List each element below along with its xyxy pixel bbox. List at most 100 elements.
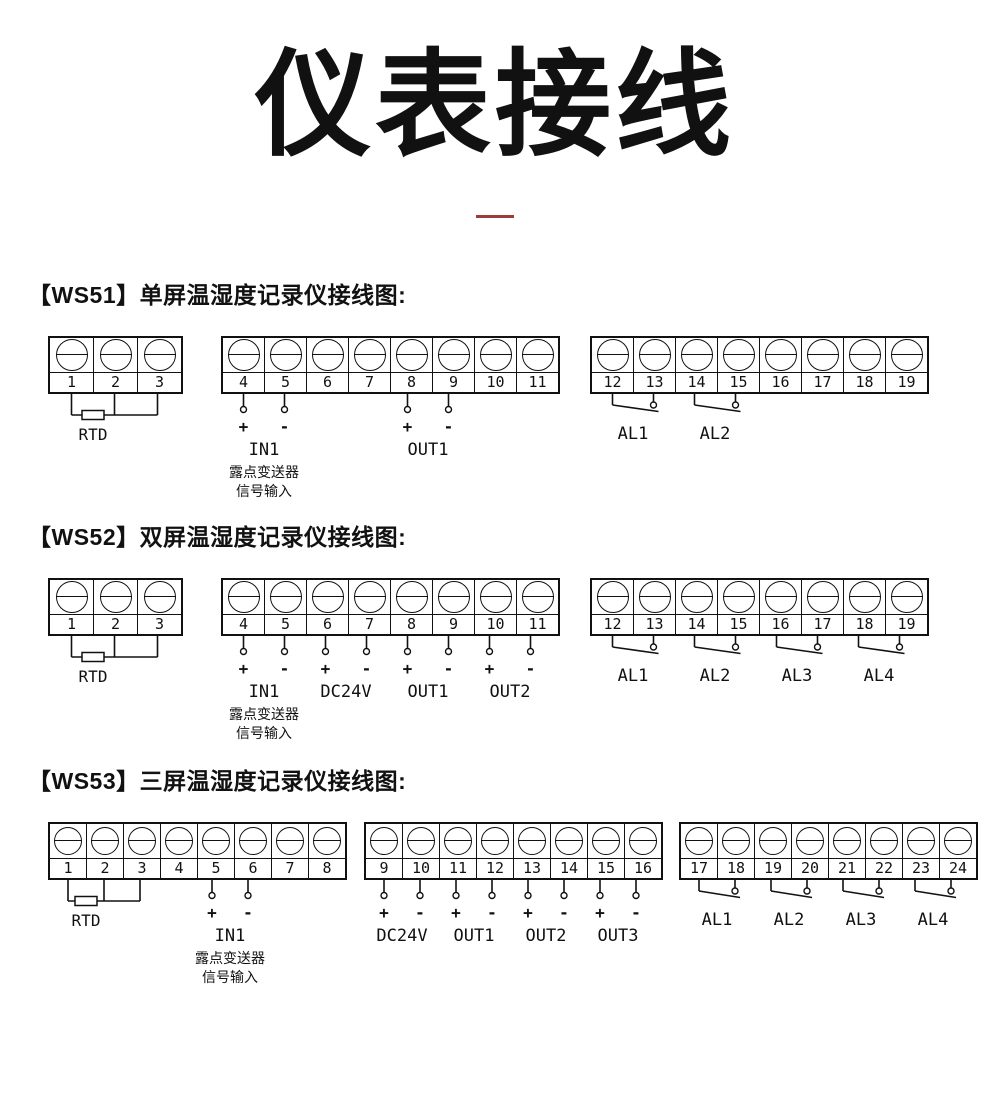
signal-sublabel: 露点变送器 [195,949,265,966]
terminal-cell: 19 [755,823,792,878]
contact-circle-icon [803,887,811,895]
signal-label: OUT1 [407,681,449,702]
screw-slot-icon [395,595,428,598]
signal-wires-icon [239,635,289,655]
pair-annotation: +-OUT3 [364,879,663,946]
screw-icon [518,826,546,855]
terminal-number: 6 [322,614,333,633]
contact-circle-icon [731,643,740,651]
relay-contact-icon [693,635,741,655]
terminal-cell: 7 [349,579,391,634]
screw-area [634,337,675,373]
screw-icon [407,826,435,855]
contact-circle-icon [895,643,904,651]
terminal-number: 1 [66,372,77,391]
pair-annotation: + - OUT1 [221,635,560,702]
polarity-minus: - [243,902,253,922]
polarity-minus: - [279,658,290,678]
signal-label: DC24V [376,925,428,946]
terminal-cell: 14 [676,579,718,634]
signal-sublabel: 信号输入 [236,724,292,741]
pair-annotation: +-OUT1 [221,393,560,460]
signal-wires-icon [596,879,640,899]
terminal-number: 17 [813,372,832,391]
screw-slot-icon [353,595,386,598]
terminal-cell: 8 [391,337,433,392]
screw-area [844,337,885,373]
screw-slot-icon [239,839,267,842]
screw-area [391,579,432,615]
screw-slot-icon [55,353,88,356]
screw-icon [395,338,428,371]
screw-slot-icon [638,595,671,598]
screw-area [391,337,432,373]
pair-annotation: +-OUT2 [221,635,560,702]
terminal-number: 16 [771,614,790,633]
wire-end-circle-icon [280,647,289,655]
page-title: 仪表接线 [255,40,735,170]
screw-slot-icon [722,353,755,356]
terminal-cell: 24 [940,823,976,878]
relay-label: AL4 [917,909,949,930]
screw-area [94,579,137,615]
terminal-cell: 16 [760,337,802,392]
polarity-plus: + [451,902,461,922]
terminal-cell: 17 [802,337,844,392]
contact-blade-icon [842,890,885,899]
terminal-cell: 12 [592,337,634,392]
screw-icon [55,338,88,371]
screw-area [265,579,306,615]
pair-annotation: + - DC24V [364,879,663,946]
wire-end-circle-icon [524,891,532,899]
terminal-number: 14 [687,614,706,633]
screw-slot-icon [521,353,554,356]
screw-slot-icon [99,595,132,598]
wire-end-circle-icon [321,647,330,655]
screw-icon [239,826,267,855]
screw-slot-icon [521,595,554,598]
screw-icon [54,826,82,855]
contact-blade-icon [858,646,905,655]
screw-slot-icon [890,353,923,356]
wire-end-circle-icon [526,647,535,655]
terminal-number: 12 [485,858,505,877]
polarity-minus: - [487,902,497,922]
screw-slot-icon [165,839,193,842]
terminal-number: 14 [559,858,579,877]
terminal-number: 15 [729,372,748,391]
screw-area [235,823,271,859]
terminal-number: 1 [63,858,73,877]
wire-end-circle-icon [403,647,412,655]
polarity-plus: + [484,658,495,678]
terminal-cell: 2 [87,823,124,878]
terminal-cell: 8 [391,579,433,634]
wire-end-circle-icon [280,405,289,413]
screw-icon [437,338,470,371]
screw-icon [395,580,428,613]
terminal-number: 17 [813,614,832,633]
screw-slot-icon [555,839,583,842]
relay-label: AL1 [617,665,649,686]
relay-contact-icon [857,635,905,655]
screw-area [755,823,791,859]
terminal-cell: 13 [634,579,676,634]
screw-area [681,823,717,859]
screw-area [844,579,885,615]
screw-area [161,823,197,859]
signal-sublabel: 露点变送器 [229,463,299,480]
polarity-minus: - [559,902,569,922]
terminal-cell: 18 [844,579,886,634]
contact-blade-icon [694,404,741,413]
terminal-cell: 4 [161,823,198,878]
screw-icon [722,580,755,613]
screw-slot-icon [437,353,470,356]
